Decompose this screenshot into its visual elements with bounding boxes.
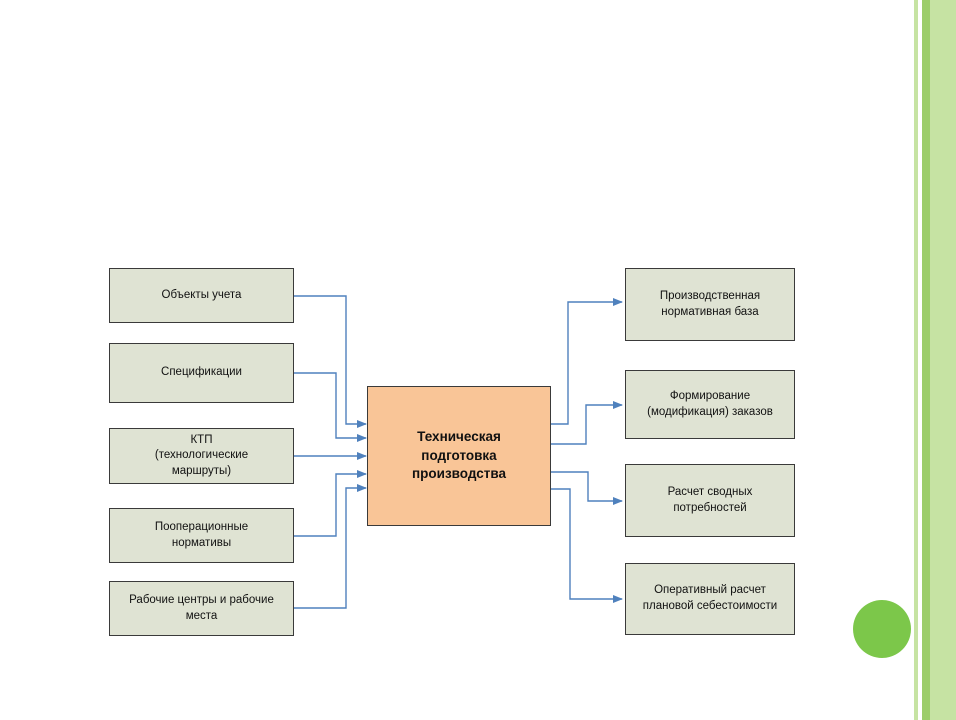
input-box-ktp-routes: КТП (технологические маршруты) [109, 428, 294, 484]
slide-border-gap [918, 0, 922, 720]
decorative-green-circle [853, 600, 911, 658]
arrow-input-5 [294, 484, 367, 609]
slide-border-stripe-wide [922, 0, 930, 720]
arrow-input-1 [294, 295, 367, 428]
center-box-technical-preparation: Техническая подготовка производства [367, 386, 551, 526]
output-box-order-formation: Формирование (модификация) заказов [625, 370, 795, 439]
slide-border-stripe-outer [930, 0, 956, 720]
arrow-output-3 [551, 471, 623, 505]
input-box-specifications: Спецификации [109, 343, 294, 403]
arrow-input-2 [294, 372, 367, 442]
arrow-output-4 [551, 488, 623, 603]
input-box-work-centers: Рабочие центры и рабочие места [109, 581, 294, 636]
output-box-summary-needs: Расчет сводных потребностей [625, 464, 795, 537]
slide-border-stripe-thin [914, 0, 918, 720]
input-box-accounting-objects: Объекты учета [109, 268, 294, 323]
arrow-output-1 [551, 298, 623, 425]
arrow-output-2 [551, 401, 623, 445]
output-box-cost-calculation: Оперативный расчет плановой себестоимост… [625, 563, 795, 635]
input-box-operation-norms: Пооперационные нормативы [109, 508, 294, 563]
output-box-normative-base: Производственная нормативная база [625, 268, 795, 341]
arrow-input-4 [294, 470, 367, 537]
